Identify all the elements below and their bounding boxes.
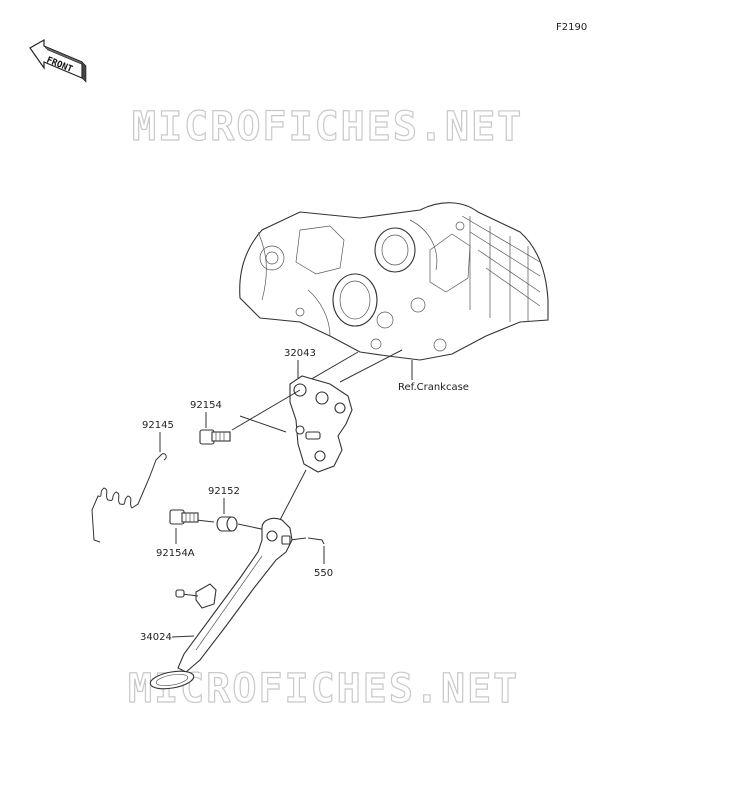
label-32043: 32043 <box>284 348 316 359</box>
label-92152: 92152 <box>208 486 240 497</box>
reference-label: Ref.Crankcase <box>398 382 469 393</box>
spring-92145 <box>91 453 167 543</box>
crankcase <box>239 202 549 361</box>
label-34024: 34024 <box>140 632 172 643</box>
collar-92152 <box>216 516 238 532</box>
pin-550 <box>289 537 325 545</box>
watermark-top: MICROFICHES.NET <box>132 104 523 150</box>
label-92154: 92154 <box>190 400 222 411</box>
bolt-92154 <box>199 429 231 445</box>
front-arrow-icon: FRONT <box>29 38 87 83</box>
label-92145: 92145 <box>142 420 174 431</box>
figure-code: F2190 <box>556 22 587 33</box>
bracket-32043 <box>289 375 353 473</box>
label-92154a: 92154A <box>156 548 195 559</box>
label-550: 550 <box>314 568 333 579</box>
watermark-bottom: MICROFICHES.NET <box>128 666 519 712</box>
bolt-92154a <box>169 509 199 525</box>
side-stand-34024 <box>149 517 293 690</box>
